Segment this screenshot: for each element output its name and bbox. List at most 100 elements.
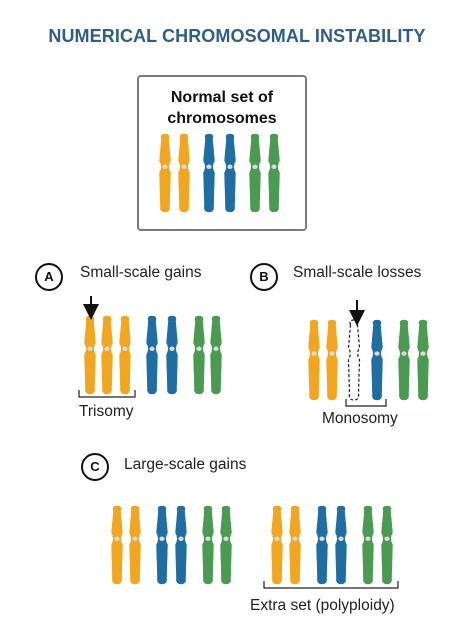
chromosome-body (210, 315, 222, 395)
panel-c-extra-chromosome-4 (335, 505, 347, 585)
panel-a-chromosome-7 (210, 315, 222, 395)
centromere (271, 164, 277, 169)
panel-c-extra-chromosome-2 (289, 505, 301, 585)
centromere (205, 536, 211, 541)
chromosome-body (249, 133, 261, 213)
panel-b-chromosome-3 (347, 319, 361, 401)
centromere (420, 351, 426, 356)
centromere (292, 536, 298, 541)
chromosome-body (398, 319, 410, 401)
centromere (206, 164, 212, 169)
centromere (122, 346, 128, 351)
panel-c-badge: C (81, 453, 109, 481)
panel-b-chromosome-1 (308, 319, 320, 401)
centromere (319, 536, 325, 541)
panel-c-extra-chromosome-1 (271, 505, 283, 585)
panel-c-left-chromosome-2 (129, 505, 141, 585)
chromosome-body (129, 505, 141, 585)
panel-c-left-chromosome-6 (220, 505, 232, 585)
chromosome-body (166, 315, 178, 395)
panel-b-chromosome-2 (326, 319, 338, 401)
panel-c-extra-chromosome-6 (381, 505, 393, 585)
chromosome-body (289, 505, 301, 585)
chromosome-body (202, 505, 214, 585)
panel-a-heading: Small-scale gains (80, 264, 202, 281)
chromosome-body (362, 505, 374, 585)
panel-a-chromosome-2 (101, 315, 113, 395)
chromosome-body (111, 505, 123, 585)
monosomy-label: Monosomy (322, 410, 398, 427)
monosomy-bracket (345, 399, 387, 407)
chromosome-body (146, 315, 158, 395)
panel-b-chromosome-6 (417, 319, 429, 401)
chromosome-body (175, 505, 187, 585)
centromere (329, 351, 335, 356)
chromosome-body (156, 505, 168, 585)
panel-a-chromosome-4 (146, 315, 158, 395)
chromosome-body (326, 319, 338, 401)
panel-b-heading: Small-scale losses (293, 264, 422, 281)
centromere (196, 346, 202, 351)
chromosome-body (417, 319, 429, 401)
centromere (252, 164, 258, 169)
panel-a-badge: A (35, 263, 63, 291)
chromosome-body (84, 315, 96, 395)
panel-a-chromosome-3 (119, 315, 131, 395)
normal-set-title-line1: Normal set of (170, 89, 274, 106)
centromere (311, 351, 317, 356)
chromosome-body (178, 133, 190, 213)
centromere (374, 351, 380, 356)
panel-c-left-chromosome-4 (175, 505, 187, 585)
centromere (87, 346, 93, 351)
chromosome-body (119, 315, 131, 395)
chromosome-body (268, 133, 280, 213)
panel-c-extra-chromosome-3 (316, 505, 328, 585)
normal-chromosome-2 (178, 133, 190, 213)
chromosome-body (101, 315, 113, 395)
chromosome-body (381, 505, 393, 585)
panel-c-left-chromosome-3 (156, 505, 168, 585)
centromere (274, 536, 280, 541)
normal-chromosome-5 (249, 133, 261, 213)
panel-a-chromosome-6 (193, 315, 205, 395)
chromosome-body (224, 133, 236, 213)
centromere (178, 536, 184, 541)
centromere (169, 346, 175, 351)
panel-b-chromosome-5 (398, 319, 410, 401)
centromere (338, 536, 344, 541)
centromere (181, 164, 187, 169)
panel-c-left-chromosome-1 (111, 505, 123, 585)
trisomy-label: Trisomy (79, 403, 134, 420)
chromosome-body (193, 315, 205, 395)
centromere (149, 346, 155, 351)
normal-set-title-line2: chromosomes (167, 110, 277, 127)
page-title: NUMERICAL CHROMOSOMAL INSTABILITY (48, 26, 426, 46)
panel-a-chromosome-1 (84, 315, 96, 395)
normal-set-title: Normal set of chromosomes (139, 87, 305, 129)
chromosome-body (271, 505, 283, 585)
chromosome-body (159, 133, 171, 213)
centromere (132, 536, 138, 541)
chromosome-body (203, 133, 215, 213)
normal-chromosome-6 (268, 133, 280, 213)
centromere (227, 164, 233, 169)
polyploidy-label: Extra set (polyploidy) (250, 597, 395, 614)
centromere (159, 536, 165, 541)
panel-b-badge: B (250, 263, 278, 291)
trisomy-bracket (78, 390, 136, 398)
panel-c-extra-chromosome-5 (362, 505, 374, 585)
polyploidy-bracket (263, 581, 399, 589)
centromere (365, 536, 371, 541)
panel-c-heading: Large-scale gains (124, 456, 247, 473)
chromosome-body (347, 319, 361, 401)
chromosome-body (335, 505, 347, 585)
normal-chromosome-3 (203, 133, 215, 213)
centromere (162, 164, 168, 169)
centromere (114, 536, 120, 541)
centromere (104, 346, 110, 351)
centromere (213, 346, 219, 351)
chromosome-body (308, 319, 320, 401)
chromosome-body (316, 505, 328, 585)
centromere (384, 536, 390, 541)
